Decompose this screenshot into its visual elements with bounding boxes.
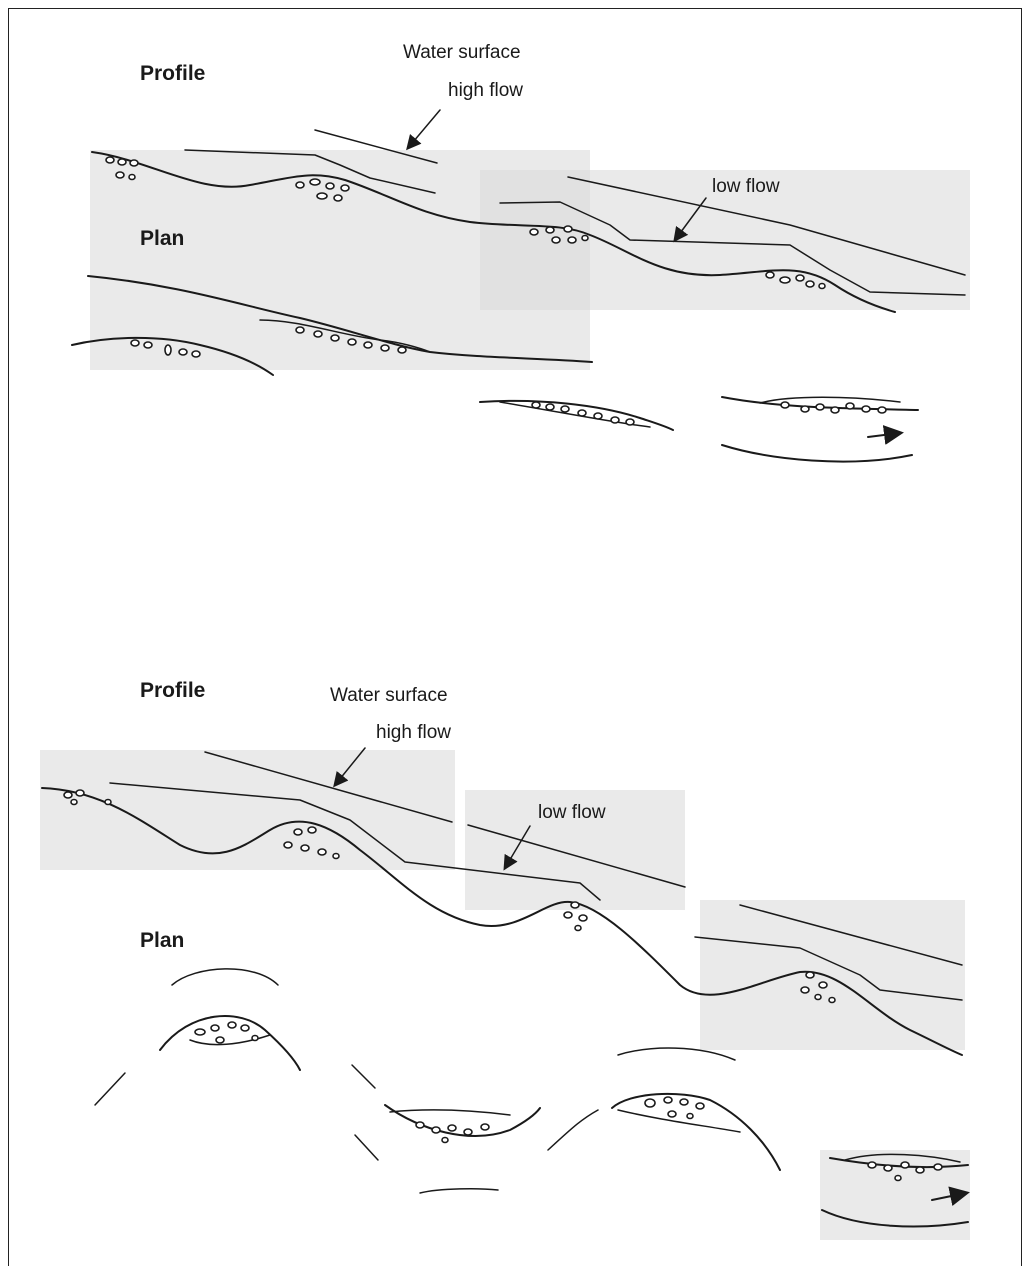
high-flow-leader (408, 110, 440, 148)
plan-bar-a-outer (172, 969, 278, 985)
high-flow-label: high flow (376, 722, 451, 743)
plan-bank-right (722, 445, 912, 462)
high-flow-label: high flow (448, 80, 523, 101)
profile-label: Profile (140, 62, 205, 85)
water-surface-label: Water surface (330, 685, 448, 706)
profile-label: Profile (140, 679, 205, 702)
diagram-bottom: Profile Water surface high flow low flow… (40, 679, 970, 1240)
flow-direction-arrow-icon (868, 433, 900, 437)
plan-bar-b (385, 1105, 540, 1136)
low-flow-label: low flow (712, 176, 780, 197)
diagram-top: Profile Water surface high flow low flow… (72, 42, 970, 462)
low-flow-label: low flow (538, 802, 606, 823)
plan-label: Plan (140, 929, 184, 952)
plan-label: Plan (140, 227, 184, 250)
water-surface-label: Water surface (403, 42, 521, 63)
